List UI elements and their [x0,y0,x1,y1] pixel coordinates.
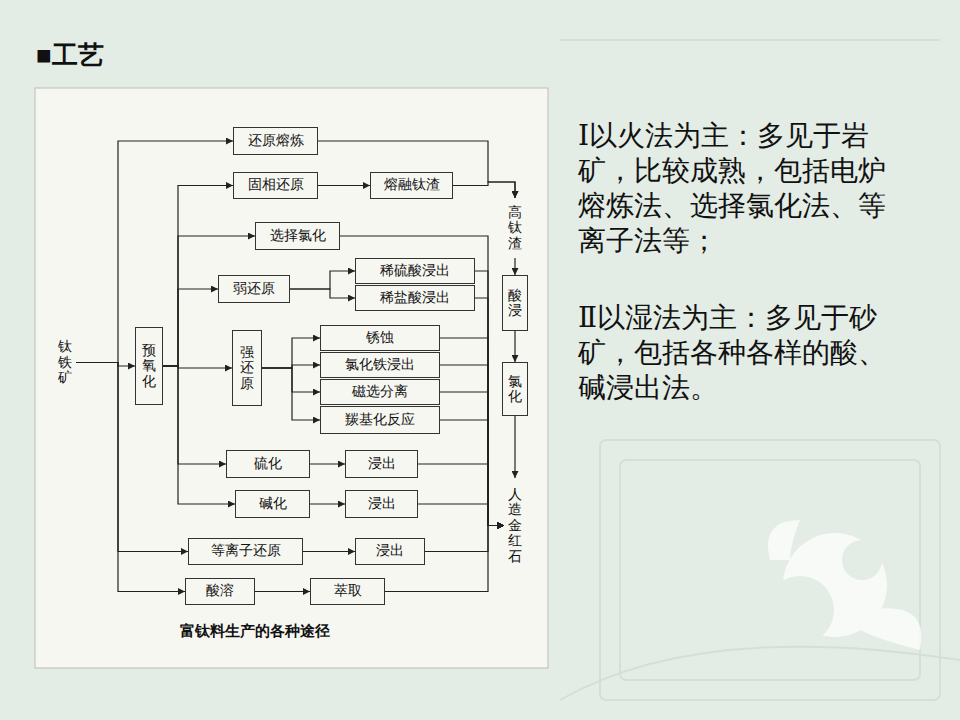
body-paragraph: Ⅱ以湿法为主：多见于砂矿，包括各种各样的酸、碱浸出法。 [578,300,908,405]
process-box: 酸浸 [502,275,528,331]
slide-title: ■工艺 [36,38,104,73]
flow-arrow [418,504,504,526]
flow-arrow [475,271,504,526]
flow-term: 高钛渣 [504,198,526,258]
process-box: 还原熔炼 [233,127,318,155]
process-box: 弱还原 [218,275,290,303]
flow-arrow [310,503,345,504]
flow-arrow [440,338,504,526]
node-label: 高钛渣 [508,205,522,251]
process-box: 浸出 [355,538,425,565]
flow-term: 人造金红石 [504,478,526,573]
flow-arrow [262,368,320,420]
process-box: 浸出 [345,450,418,478]
process-box: 碱化 [235,490,310,518]
node-label: 酸浸 [508,288,522,319]
flow-arrow [440,365,504,526]
node-label: 碱化 [259,496,287,513]
process-box: 稀盐酸浸出 [355,285,475,311]
flow-arrow [514,416,515,478]
node-label: 锈蚀 [366,330,394,347]
process-box: 酸溶 [185,578,255,605]
node-label: 固相还原 [248,177,304,194]
node-label: 弱还原 [233,281,275,298]
node-label: 等离子还原 [211,543,281,560]
node-label: 稀硫酸浸出 [380,263,450,280]
flow-arrow [453,182,515,198]
figure-caption: 富钛料生产的各种途径 [180,622,330,641]
flow-arrow [425,526,504,552]
flow-arrow [440,420,504,526]
flow-arrow [303,551,355,552]
process-box: 固相还原 [233,172,318,199]
node-label: 选择氯化 [270,228,326,245]
process-box: 预氧化 [135,327,163,405]
flow-arrow [290,289,355,298]
process-box: 磁选分离 [320,379,440,405]
node-label: 氯化 [508,374,522,405]
flow-arrow [290,271,355,289]
node-label: 浸出 [368,456,396,473]
process-box: 氯化 [502,362,528,416]
flow-arrow [163,366,235,504]
flow-arrow [310,463,345,464]
flow-arrow [318,185,370,186]
node-label: 浸出 [368,496,396,513]
flow-arrow [163,289,218,366]
node-label: 萃取 [334,583,362,600]
flow-arrow [514,331,515,362]
node-label: 硫化 [254,456,282,473]
node-label: 磁选分离 [352,384,408,401]
node-label: 强还原 [240,345,254,391]
diagram-panel [35,88,548,668]
background-pattern [560,40,960,700]
process-box: 羰基化反应 [320,406,440,434]
process-box: 强还原 [232,330,262,406]
node-label: 人造金红石 [508,487,522,564]
node-label: 稀盐酸浸出 [380,290,450,307]
flow-arrow [163,366,226,464]
process-box: 浸出 [345,490,418,518]
flow-arrow [76,363,185,592]
flow-arrow [440,392,504,526]
flow-term: 钛铁矿 [54,334,76,391]
node-label: 羰基化反应 [345,412,415,429]
flow-arrow [514,258,515,275]
body-paragraph: Ⅰ以火法为主：多见于岩矿，比较成熟，包括电炉熔炼法、选择氯化法、等离子法等； [578,118,896,258]
node-label: 熔融钛渣 [384,177,440,194]
process-box: 氯化铁浸出 [320,352,440,378]
node-label: 还原熔炼 [248,133,304,150]
node-label: 浸出 [376,543,404,560]
node-label: 预氧化 [142,343,156,389]
flow-arrow [262,338,320,368]
flow-arrow [76,363,188,552]
flow-arrow [262,368,320,392]
process-box: 熔融钛渣 [370,172,453,199]
node-label: 钛铁矿 [58,339,72,385]
process-box: 萃取 [310,578,385,605]
flow-arrow [318,141,515,198]
flow-arrow [255,591,310,592]
process-box: 锈蚀 [320,325,440,351]
flow-arrow [418,464,504,526]
process-box: 等离子还原 [188,538,303,565]
process-box: 选择氯化 [255,222,340,250]
node-label: 酸溶 [206,583,234,600]
process-box: 稀硫酸浸出 [355,258,475,284]
node-label: 氯化铁浸出 [345,357,415,374]
process-box: 硫化 [226,450,310,478]
flow-arrow [475,298,504,526]
dragon-emblem [766,520,921,650]
